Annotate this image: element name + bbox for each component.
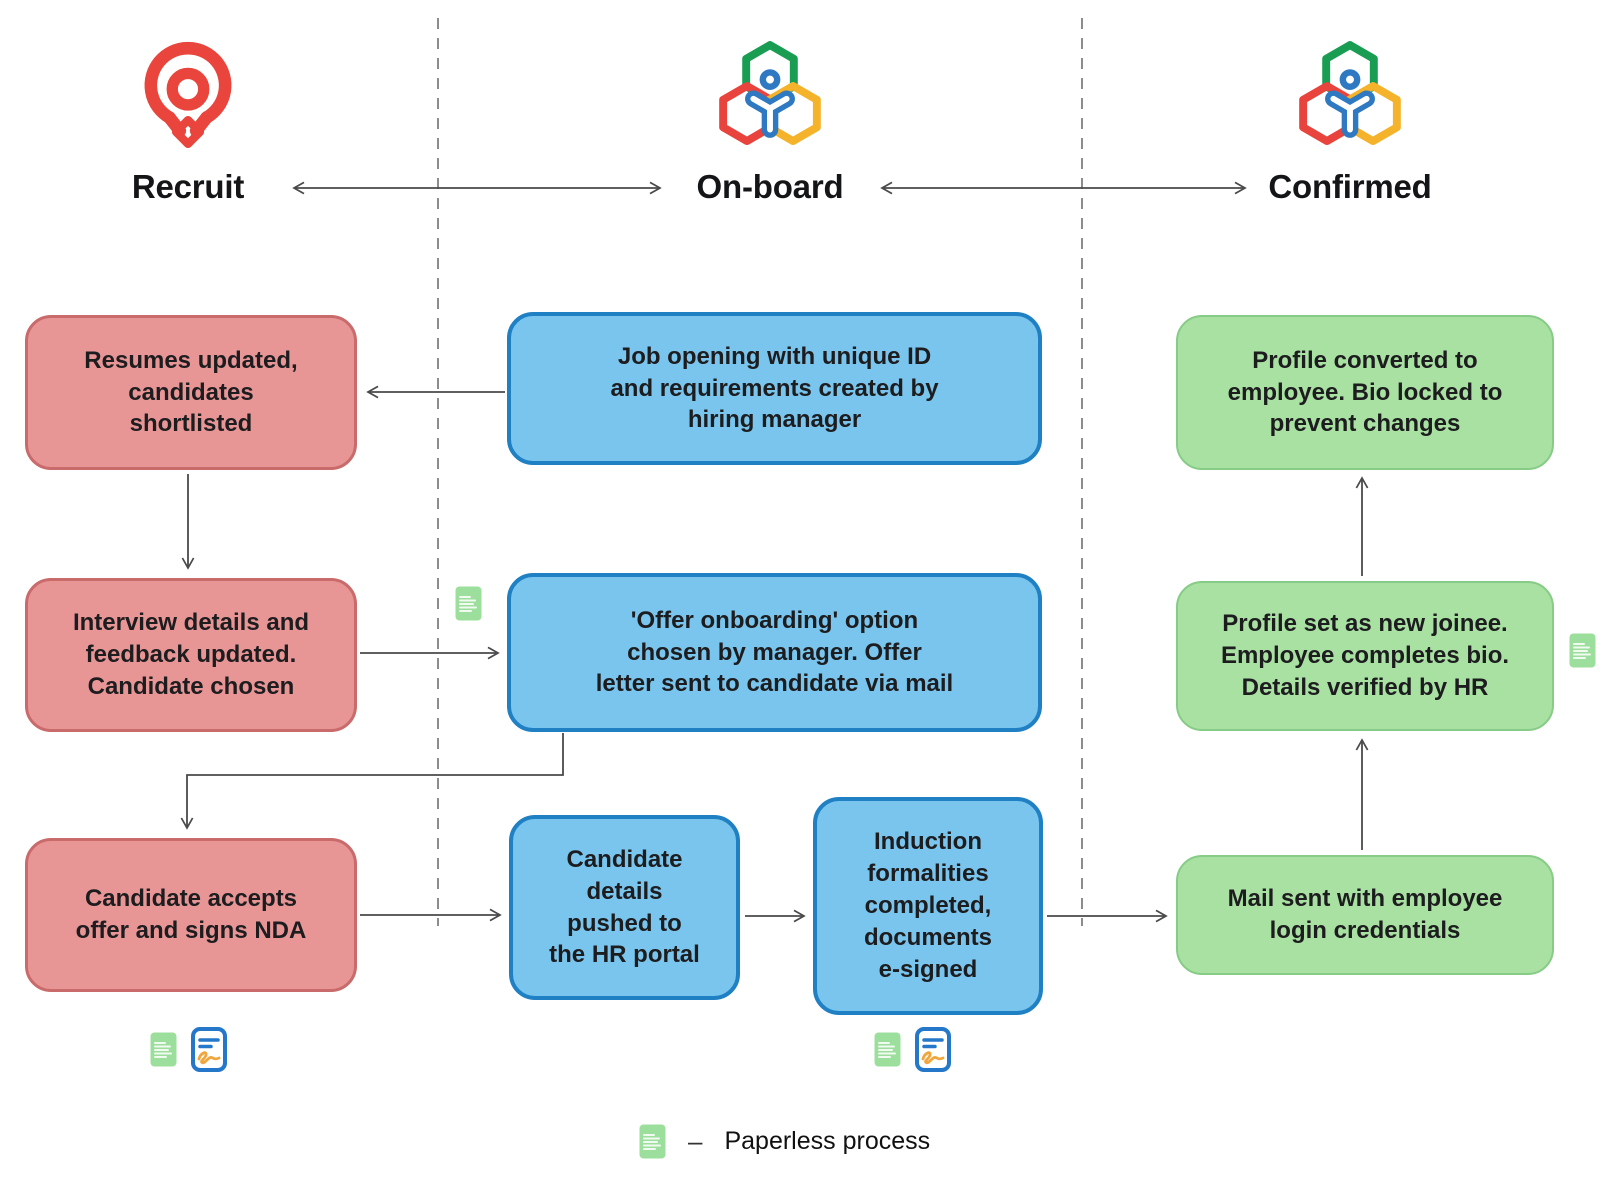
paperless-icon (639, 1124, 666, 1159)
step-resumes-updated: Resumes updated, candidates shortlisted (25, 315, 357, 470)
esign-icon (915, 1027, 951, 1072)
step-offer-onboarding: 'Offer onboarding' option chosen by mana… (507, 573, 1042, 732)
legend: – Paperless process (639, 1124, 930, 1159)
paperless-icon (1569, 633, 1596, 668)
step-induction-formalities: Induction formalities completed, documen… (813, 797, 1043, 1015)
paperless-icon (150, 1032, 177, 1067)
step-profile-converted: Profile converted to employee. Bio locke… (1176, 315, 1554, 470)
lane-label-confirmed: Confirmed (1268, 168, 1432, 205)
legend-label: Paperless process (724, 1127, 931, 1155)
legend-separator: – (688, 1126, 703, 1156)
people-hexagons-logo (1299, 41, 1401, 146)
lane-label-recruit: Recruit (131, 168, 245, 205)
step-interview-feedback: Interview details and feedback updated. … (25, 578, 357, 732)
esign-icon (191, 1027, 227, 1072)
paperless-icon (874, 1032, 901, 1067)
lane-label-onboard: On-board (696, 168, 844, 205)
step-profile-joinee: Profile set as new joinee. Employee comp… (1176, 581, 1554, 731)
paperless-icon (455, 586, 482, 621)
step-candidate-accepts: Candidate accepts offer and signs NDA (25, 838, 357, 992)
recruit-magnifier-logo (144, 41, 232, 149)
arrow-offer-to-accept (180, 733, 564, 830)
step-job-opening: Job opening with unique ID and requireme… (507, 312, 1042, 465)
step-mail-credentials: Mail sent with employee login credential… (1176, 855, 1554, 975)
step-candidate-details: Candidate details pushed to the HR porta… (509, 815, 740, 1000)
people-hexagons-logo (719, 41, 821, 146)
